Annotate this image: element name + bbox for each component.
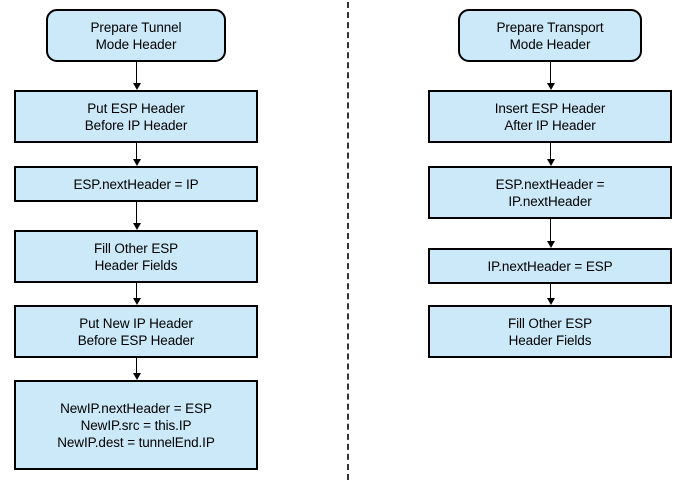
node-label-line: Put New IP Header bbox=[79, 315, 193, 331]
node-label-line: ESP.nextHeader = IP bbox=[73, 176, 199, 192]
node-label-line: NewIP.nextHeader = ESP bbox=[60, 400, 212, 416]
arrowhead-icon bbox=[546, 241, 555, 248]
node-label: ESP.nextHeader = IP bbox=[16, 176, 256, 193]
node-label-line: Put ESP Header bbox=[87, 100, 185, 116]
arrowhead-icon bbox=[132, 373, 141, 380]
flowchart-node-tunnel-step-2: ESP.nextHeader = IP bbox=[14, 166, 258, 202]
arrowhead-icon bbox=[546, 159, 555, 166]
node-label-line: Prepare Transport bbox=[496, 19, 604, 35]
node-label-line: IP.nextHeader bbox=[508, 193, 592, 209]
connector-line bbox=[136, 283, 137, 299]
connector-line bbox=[550, 284, 551, 299]
node-label: IP.nextHeader = ESP bbox=[430, 258, 670, 275]
connector-line bbox=[550, 62, 551, 84]
connector-line bbox=[136, 358, 137, 374]
arrowhead-icon bbox=[132, 159, 141, 166]
arrowhead-icon bbox=[132, 298, 141, 305]
node-label-line: IP.nextHeader = ESP bbox=[487, 258, 613, 274]
node-label-line: Prepare Tunnel bbox=[90, 19, 182, 35]
node-label-line: Before IP Header bbox=[84, 117, 188, 133]
node-label-line: Header Fields bbox=[94, 257, 178, 273]
column-divider bbox=[347, 2, 349, 480]
node-label-line: NewIP.dest = tunnelEnd.IP bbox=[57, 434, 215, 450]
node-label-line: Fill Other ESP bbox=[93, 240, 179, 256]
connector-line bbox=[136, 202, 137, 224]
node-label-line: Insert ESP Header bbox=[494, 100, 606, 116]
arrowhead-icon bbox=[546, 298, 555, 305]
flowchart-node-transport-step-2: ESP.nextHeader =IP.nextHeader bbox=[428, 166, 672, 219]
connector-line bbox=[550, 143, 551, 160]
connector-line bbox=[550, 219, 551, 242]
connector-line bbox=[136, 143, 137, 160]
node-label-line: Mode Header bbox=[95, 36, 177, 52]
arrowhead-icon bbox=[546, 83, 555, 90]
arrowhead-icon bbox=[132, 83, 141, 90]
node-label-line: Before ESP Header bbox=[77, 332, 195, 348]
node-label: ESP.nextHeader =IP.nextHeader bbox=[430, 176, 670, 210]
node-label-line: Fill Other ESP bbox=[507, 315, 593, 331]
node-label-line: Header Fields bbox=[508, 332, 592, 348]
arrowhead-icon bbox=[132, 223, 141, 230]
node-label-line: After IP Header bbox=[504, 117, 596, 133]
flowchart-node-transport-step-3: IP.nextHeader = ESP bbox=[428, 248, 672, 284]
connector-line bbox=[136, 62, 137, 84]
node-label-line: ESP.nextHeader = bbox=[495, 176, 605, 192]
node-label-line: Mode Header bbox=[509, 36, 591, 52]
node-label-line: NewIP.src = this.IP bbox=[80, 417, 192, 433]
